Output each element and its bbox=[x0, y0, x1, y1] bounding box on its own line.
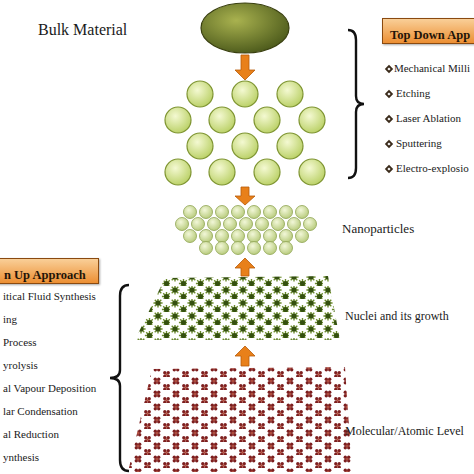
approach-box: Top Down App bbox=[382, 18, 474, 44]
fragmented-particles bbox=[165, 81, 325, 185]
approach-box: n Up Approach bbox=[0, 258, 99, 284]
method-item: itical Fluid Synthesis bbox=[3, 290, 96, 303]
nuclei-cluster bbox=[135, 276, 340, 340]
method-item: al Reduction bbox=[3, 428, 59, 441]
method-item: al Vapour Deposition bbox=[3, 382, 96, 395]
stage-label: Nuclei and its growth bbox=[345, 310, 449, 324]
nanoparticles-cluster bbox=[176, 206, 317, 255]
method-item: lar Condensation bbox=[3, 405, 78, 418]
atoms-cluster bbox=[128, 367, 352, 472]
bulk-material-shape bbox=[201, 3, 289, 53]
label-heading: Bulk Material bbox=[38, 21, 127, 39]
method-item: Laser Ablation bbox=[396, 112, 461, 125]
approach-title: n Up Approach bbox=[4, 269, 86, 282]
bottom-up-bracket bbox=[110, 285, 129, 471]
method-item: Electro-explosio bbox=[396, 162, 469, 175]
method-item: Etching bbox=[396, 87, 430, 100]
top-down-bracket bbox=[348, 30, 364, 178]
approach-title: Top Down App bbox=[390, 29, 470, 42]
stage-label: Molecular/Atomic Level bbox=[345, 425, 464, 439]
method-item: Mechanical Milli bbox=[394, 62, 470, 75]
stage-label: Nanoparticles bbox=[342, 222, 414, 237]
method-item: Sputtering bbox=[396, 137, 442, 150]
method-item: Process bbox=[3, 336, 37, 349]
method-item: yrolysis bbox=[3, 359, 38, 372]
method-item: ing bbox=[3, 313, 17, 326]
bullet-markers bbox=[385, 65, 393, 173]
method-item: ynthesis bbox=[3, 451, 39, 464]
